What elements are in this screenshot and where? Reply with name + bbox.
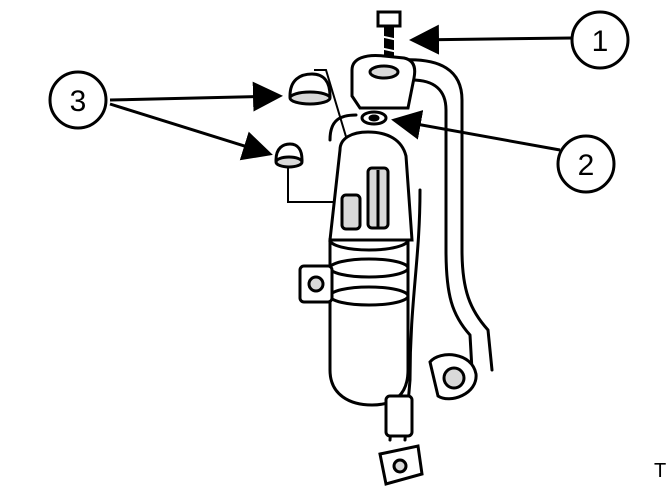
callout-3: 3 [48,70,108,130]
cap-lower [274,142,304,169]
cap-leader-lines [287,69,351,203]
pipe-mount-boss [428,353,478,401]
callout-1-label: 1 [592,25,609,58]
cap-upper [288,72,332,106]
pipe-fitting-lower [378,394,424,486]
callout-2-label: 2 [578,149,595,182]
callout-2: 2 [556,134,616,194]
callout-3-label: 3 [70,85,87,118]
washer [360,110,388,126]
callout-arrows [109,24,573,161]
corner-mark: T [654,460,667,482]
callout-1: 1 [570,10,630,70]
mounting-bracket [350,54,417,110]
receiver-drier [328,130,414,407]
drier-side-bracket [298,264,334,304]
